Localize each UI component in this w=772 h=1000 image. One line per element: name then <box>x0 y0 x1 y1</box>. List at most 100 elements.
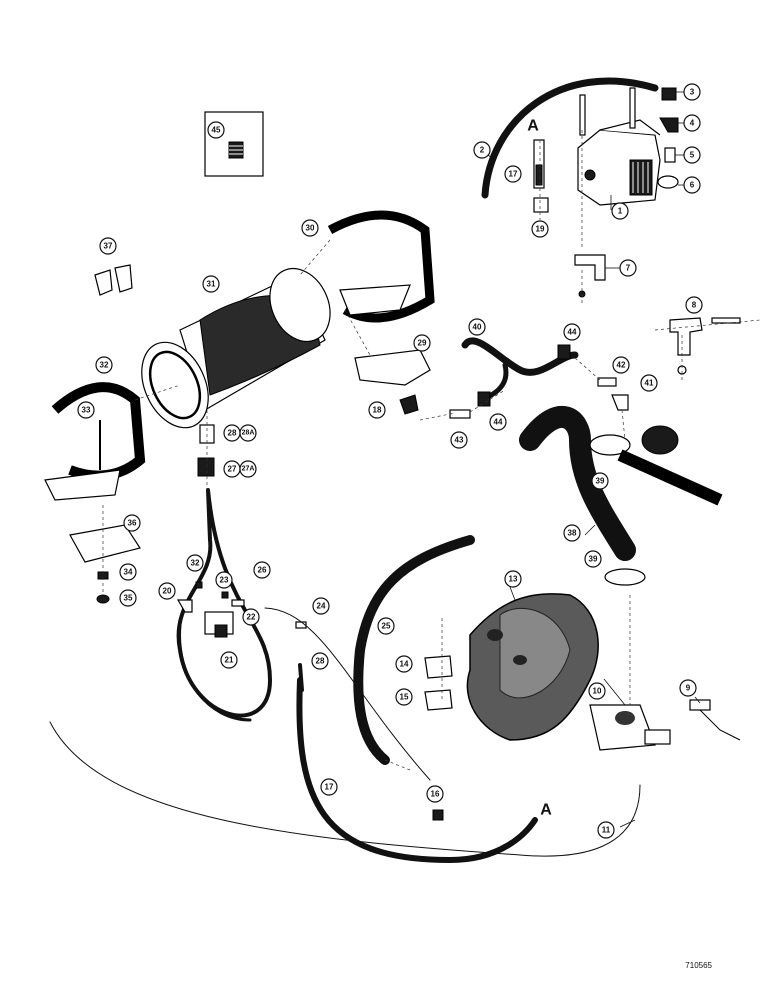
svg-text:10: 10 <box>593 687 602 696</box>
svg-text:27: 27 <box>228 465 237 474</box>
callout-32: 32 <box>95 356 113 374</box>
svg-text:40: 40 <box>473 323 482 332</box>
clip-part-18-middle <box>399 394 419 415</box>
callout-28-lower: 28 <box>311 652 329 670</box>
callout-41: 41 <box>640 374 658 392</box>
svg-text:23: 23 <box>220 576 229 585</box>
svg-text:17: 17 <box>509 170 518 179</box>
callout-42: 42 <box>612 356 630 374</box>
svg-text:25: 25 <box>382 622 391 631</box>
svg-text:41: 41 <box>645 379 654 388</box>
assembly-lines <box>102 130 761 771</box>
elbow-part-4 <box>659 117 679 133</box>
clamp-part-39-lower <box>604 568 646 586</box>
sensor-part-9 <box>689 699 741 741</box>
svg-text:43: 43 <box>455 436 464 445</box>
callout-36: 36 <box>123 514 141 532</box>
svg-text:15: 15 <box>400 693 409 702</box>
svg-text:24: 24 <box>317 602 326 611</box>
callout-2: 2 <box>473 141 491 159</box>
callout-22: 22 <box>242 608 260 626</box>
callout-19: 19 <box>531 220 549 238</box>
fitting-part-18-upper <box>533 197 549 213</box>
hose-part-25 <box>353 535 475 765</box>
strap-part-32 <box>44 382 146 501</box>
fitting-part-42 <box>597 377 617 387</box>
svg-text:28: 28 <box>316 657 325 666</box>
callout-4: 4 <box>683 114 701 132</box>
callout-27a: 27A <box>239 460 257 478</box>
svg-text:1: 1 <box>618 207 623 216</box>
fitting-part-20 <box>176 599 193 613</box>
callout-37: 37 <box>99 237 117 255</box>
svg-text:8: 8 <box>692 301 697 310</box>
callout-30: 30 <box>301 219 319 237</box>
svg-text:14: 14 <box>400 660 409 669</box>
svg-text:28A: 28A <box>242 430 255 437</box>
callout-32-lower: 32 <box>186 554 204 572</box>
cable-part-11 <box>49 721 641 857</box>
callout-35: 35 <box>119 589 137 607</box>
clamp-part-39-upper <box>589 434 631 456</box>
svg-text:39: 39 <box>596 477 605 486</box>
callout-16: 16 <box>426 785 444 803</box>
callout-17-lower: 17 <box>320 778 338 796</box>
gasket-part-14 <box>424 655 453 679</box>
callout-11: 11 <box>597 821 615 839</box>
callout-43: 43 <box>450 431 468 449</box>
svg-text:32: 32 <box>191 559 200 568</box>
plug-part-45 <box>228 141 244 159</box>
callout-34: 34 <box>119 563 137 581</box>
svg-text:4: 4 <box>690 119 695 128</box>
svg-text:9: 9 <box>686 684 691 693</box>
svg-text:45: 45 <box>212 126 221 135</box>
callout-28a: 28A <box>239 424 257 442</box>
callout-40: 40 <box>468 318 486 336</box>
callout-39-upper: 39 <box>591 472 609 490</box>
callout-26: 26 <box>253 561 271 579</box>
svg-text:32: 32 <box>100 361 109 370</box>
svg-text:37: 37 <box>104 242 113 251</box>
svg-text:17: 17 <box>325 783 334 792</box>
callout-25: 25 <box>377 617 395 635</box>
bracket-part-8 <box>669 317 741 375</box>
svg-text:7: 7 <box>626 264 631 273</box>
hose-part-20 <box>178 623 252 722</box>
heater-valve-part-10 <box>589 704 671 751</box>
bracket-part-7 <box>574 254 606 298</box>
callout-13: 13 <box>504 570 522 588</box>
radiator-hose-part-38 <box>519 406 636 561</box>
hose-part-40 <box>461 337 579 376</box>
svg-text:20: 20 <box>163 587 172 596</box>
svg-text:21: 21 <box>225 656 234 665</box>
callout-14: 14 <box>395 655 413 673</box>
svg-text:3: 3 <box>690 88 695 97</box>
inset-box-part-45 <box>204 111 264 177</box>
fitting-part-22 <box>231 599 245 607</box>
callout-44-lower: 44 <box>489 413 507 431</box>
leader-lines <box>487 91 701 828</box>
callout-20: 20 <box>158 582 176 600</box>
callout-28: 28 <box>223 424 241 442</box>
callout-45: 45 <box>207 121 225 139</box>
callout-27: 27 <box>223 460 241 478</box>
fuel-line-part-2 <box>481 77 659 199</box>
callout-8: 8 <box>685 296 703 314</box>
callout-29: 29 <box>413 334 431 352</box>
callout-15: 15 <box>395 688 413 706</box>
svg-text:29: 29 <box>418 339 427 348</box>
svg-text:16: 16 <box>431 790 440 799</box>
svg-text:11: 11 <box>602 826 611 835</box>
washer-part-35 <box>96 594 110 604</box>
clip-part-16 <box>432 809 444 821</box>
callout-24: 24 <box>312 597 330 615</box>
clamp-part-6 <box>657 175 679 189</box>
callout-9: 9 <box>679 679 697 697</box>
line-part-24 <box>264 607 431 781</box>
reference-label-a-bottom: A <box>540 802 552 819</box>
callout-10: 10 <box>588 682 606 700</box>
elbow-part-41 <box>611 394 629 411</box>
svg-text:27A: 27A <box>242 466 255 473</box>
svg-text:19: 19 <box>536 225 545 234</box>
